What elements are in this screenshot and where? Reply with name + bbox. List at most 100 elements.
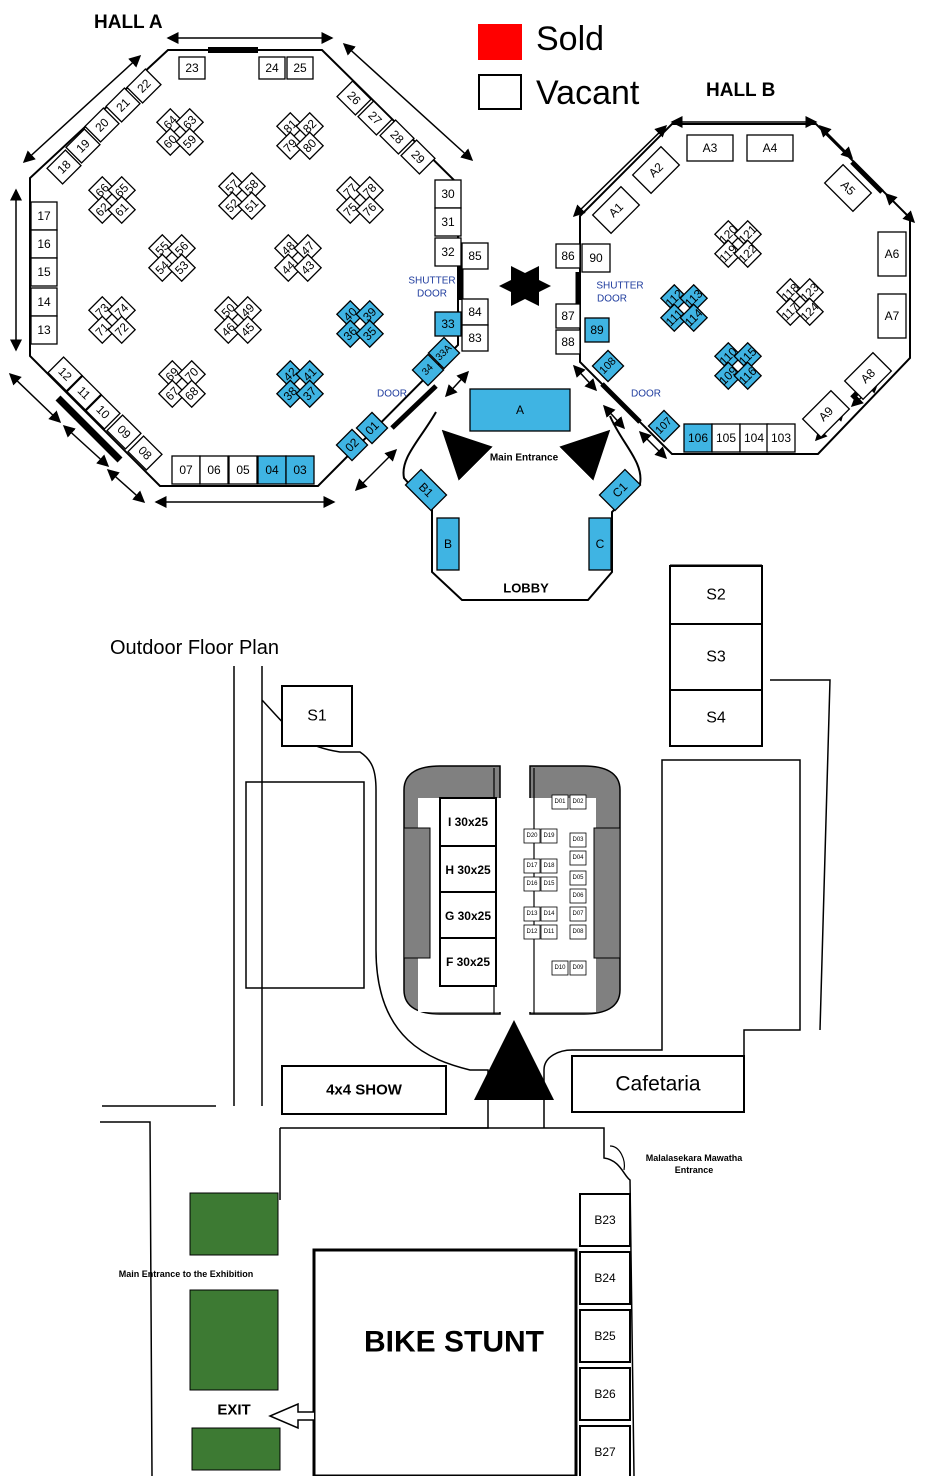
booth-63[interactable]: 63 (175, 107, 205, 137)
booth-D19[interactable]: D19 (540, 828, 558, 844)
booth-114[interactable]: 114 (679, 303, 709, 333)
booth-24[interactable]: 24 (258, 56, 286, 80)
booth-75[interactable]: 75 (335, 195, 365, 225)
stage-s4[interactable]: S4 (669, 689, 763, 747)
booth-111[interactable]: 111 (659, 303, 689, 333)
booth-41[interactable]: 41 (295, 359, 325, 389)
booth-B[interactable]: B (436, 517, 460, 571)
booth-16[interactable]: 16 (30, 229, 58, 259)
booth-52[interactable]: 52 (217, 191, 247, 221)
booth-115[interactable]: 115 (733, 341, 763, 371)
booth-86[interactable]: 86 (555, 243, 581, 269)
booth-117[interactable]: 117 (775, 297, 805, 327)
booth-B26[interactable]: B26 (579, 1367, 631, 1421)
booth-55[interactable]: 55 (147, 233, 177, 263)
booth-80[interactable]: 80 (295, 131, 325, 161)
booth-04[interactable]: 04 (257, 455, 287, 485)
booth-124[interactable]: 124 (795, 297, 825, 327)
show-area-4x4[interactable]: 4x4 SHOW (281, 1065, 447, 1115)
booth-90[interactable]: 90 (581, 243, 611, 273)
booth-D03[interactable]: D03 (569, 832, 587, 848)
booth-22[interactable]: 22 (126, 68, 162, 104)
booth-105[interactable]: 105 (711, 423, 741, 453)
booth-70[interactable]: 70 (177, 359, 207, 389)
booth-D08[interactable]: D08 (569, 924, 587, 940)
booth-107[interactable]: 107 (647, 409, 681, 443)
booth-B25[interactable]: B25 (579, 1309, 631, 1363)
booth-08[interactable]: 08 (127, 435, 163, 471)
booth-A8[interactable]: A8 (843, 351, 893, 401)
stage-s2[interactable]: S2 (669, 565, 763, 625)
booth-D10[interactable]: D10 (551, 960, 569, 976)
booth-54[interactable]: 54 (147, 253, 177, 283)
booth-D04[interactable]: D04 (569, 850, 587, 866)
booth-12[interactable]: 12 (47, 356, 83, 392)
booth-B1[interactable]: B1 (404, 468, 448, 512)
booth-78[interactable]: 78 (355, 175, 385, 205)
booth-81[interactable]: 81 (275, 111, 305, 141)
booth-07[interactable]: 07 (171, 455, 201, 485)
booth-116[interactable]: 116 (733, 361, 763, 391)
booth-38[interactable]: 38 (275, 379, 305, 409)
booth-25[interactable]: 25 (286, 56, 314, 80)
booth-89[interactable]: 89 (584, 317, 610, 343)
booth-60[interactable]: 60 (155, 127, 185, 157)
booth-64[interactable]: 64 (155, 107, 185, 137)
booth-113[interactable]: 113 (679, 283, 709, 313)
booth-51[interactable]: 51 (237, 191, 267, 221)
booth-53[interactable]: 53 (167, 253, 197, 283)
booth-45[interactable]: 45 (233, 315, 263, 345)
booth-18[interactable]: 18 (46, 149, 82, 185)
booth-02[interactable]: 02 (335, 428, 369, 462)
booth-03[interactable]: 03 (285, 455, 315, 485)
booth-37[interactable]: 37 (295, 379, 325, 409)
booth-34[interactable]: 34 (411, 353, 445, 387)
booth-D12[interactable]: D12 (523, 924, 541, 940)
booth-D20[interactable]: D20 (523, 828, 541, 844)
stage-s3[interactable]: S3 (669, 623, 763, 691)
booth-30[interactable]: 30 (434, 179, 462, 209)
booth-A5[interactable]: A5 (823, 163, 873, 213)
booth-67[interactable]: 67 (157, 379, 187, 409)
large-booth-0[interactable]: I 30x25 (439, 797, 497, 847)
booth-A7[interactable]: A7 (877, 293, 907, 339)
booth-D05[interactable]: D05 (569, 870, 587, 886)
booth-17[interactable]: 17 (30, 201, 58, 231)
booth-28[interactable]: 28 (379, 119, 415, 155)
booth-76[interactable]: 76 (355, 195, 385, 225)
large-booth-1[interactable]: H 30x25 (439, 845, 497, 895)
booth-D01[interactable]: D01 (551, 794, 569, 810)
booth-13[interactable]: 13 (30, 315, 58, 345)
booth-82[interactable]: 82 (295, 111, 325, 141)
booth-A2[interactable]: A2 (631, 145, 681, 195)
booth-26[interactable]: 26 (336, 80, 372, 116)
booth-104[interactable]: 104 (739, 423, 769, 453)
booth-05[interactable]: 05 (228, 455, 258, 485)
booth-D16[interactable]: D16 (523, 876, 541, 892)
booth-118[interactable]: 118 (775, 277, 805, 307)
booth-73[interactable]: 73 (87, 295, 117, 325)
booth-20[interactable]: 20 (84, 107, 120, 143)
booth-79[interactable]: 79 (275, 131, 305, 161)
booth-112[interactable]: 112 (659, 283, 689, 313)
booth-32[interactable]: 32 (434, 237, 462, 267)
booth-65[interactable]: 65 (107, 175, 137, 205)
booth-40[interactable]: 40 (335, 299, 365, 329)
booth-44[interactable]: 44 (273, 253, 303, 283)
booth-C1[interactable]: C1 (598, 468, 642, 512)
booth-A1[interactable]: A1 (591, 185, 641, 235)
booth-D14[interactable]: D14 (540, 906, 558, 922)
booth-35[interactable]: 35 (355, 319, 385, 349)
booth-10[interactable]: 10 (85, 394, 121, 430)
booth-108[interactable]: 108 (591, 349, 625, 383)
stage-s1[interactable]: S1 (281, 685, 353, 747)
booth-A6[interactable]: A6 (877, 231, 907, 277)
booth-66[interactable]: 66 (87, 175, 117, 205)
booth-71[interactable]: 71 (87, 315, 117, 345)
booth-D02[interactable]: D02 (569, 794, 587, 810)
booth-29[interactable]: 29 (400, 139, 436, 175)
booth-122[interactable]: 122 (733, 239, 763, 269)
booth-23[interactable]: 23 (178, 56, 206, 80)
booth-15[interactable]: 15 (30, 257, 58, 287)
booth-D06[interactable]: D06 (569, 888, 587, 904)
